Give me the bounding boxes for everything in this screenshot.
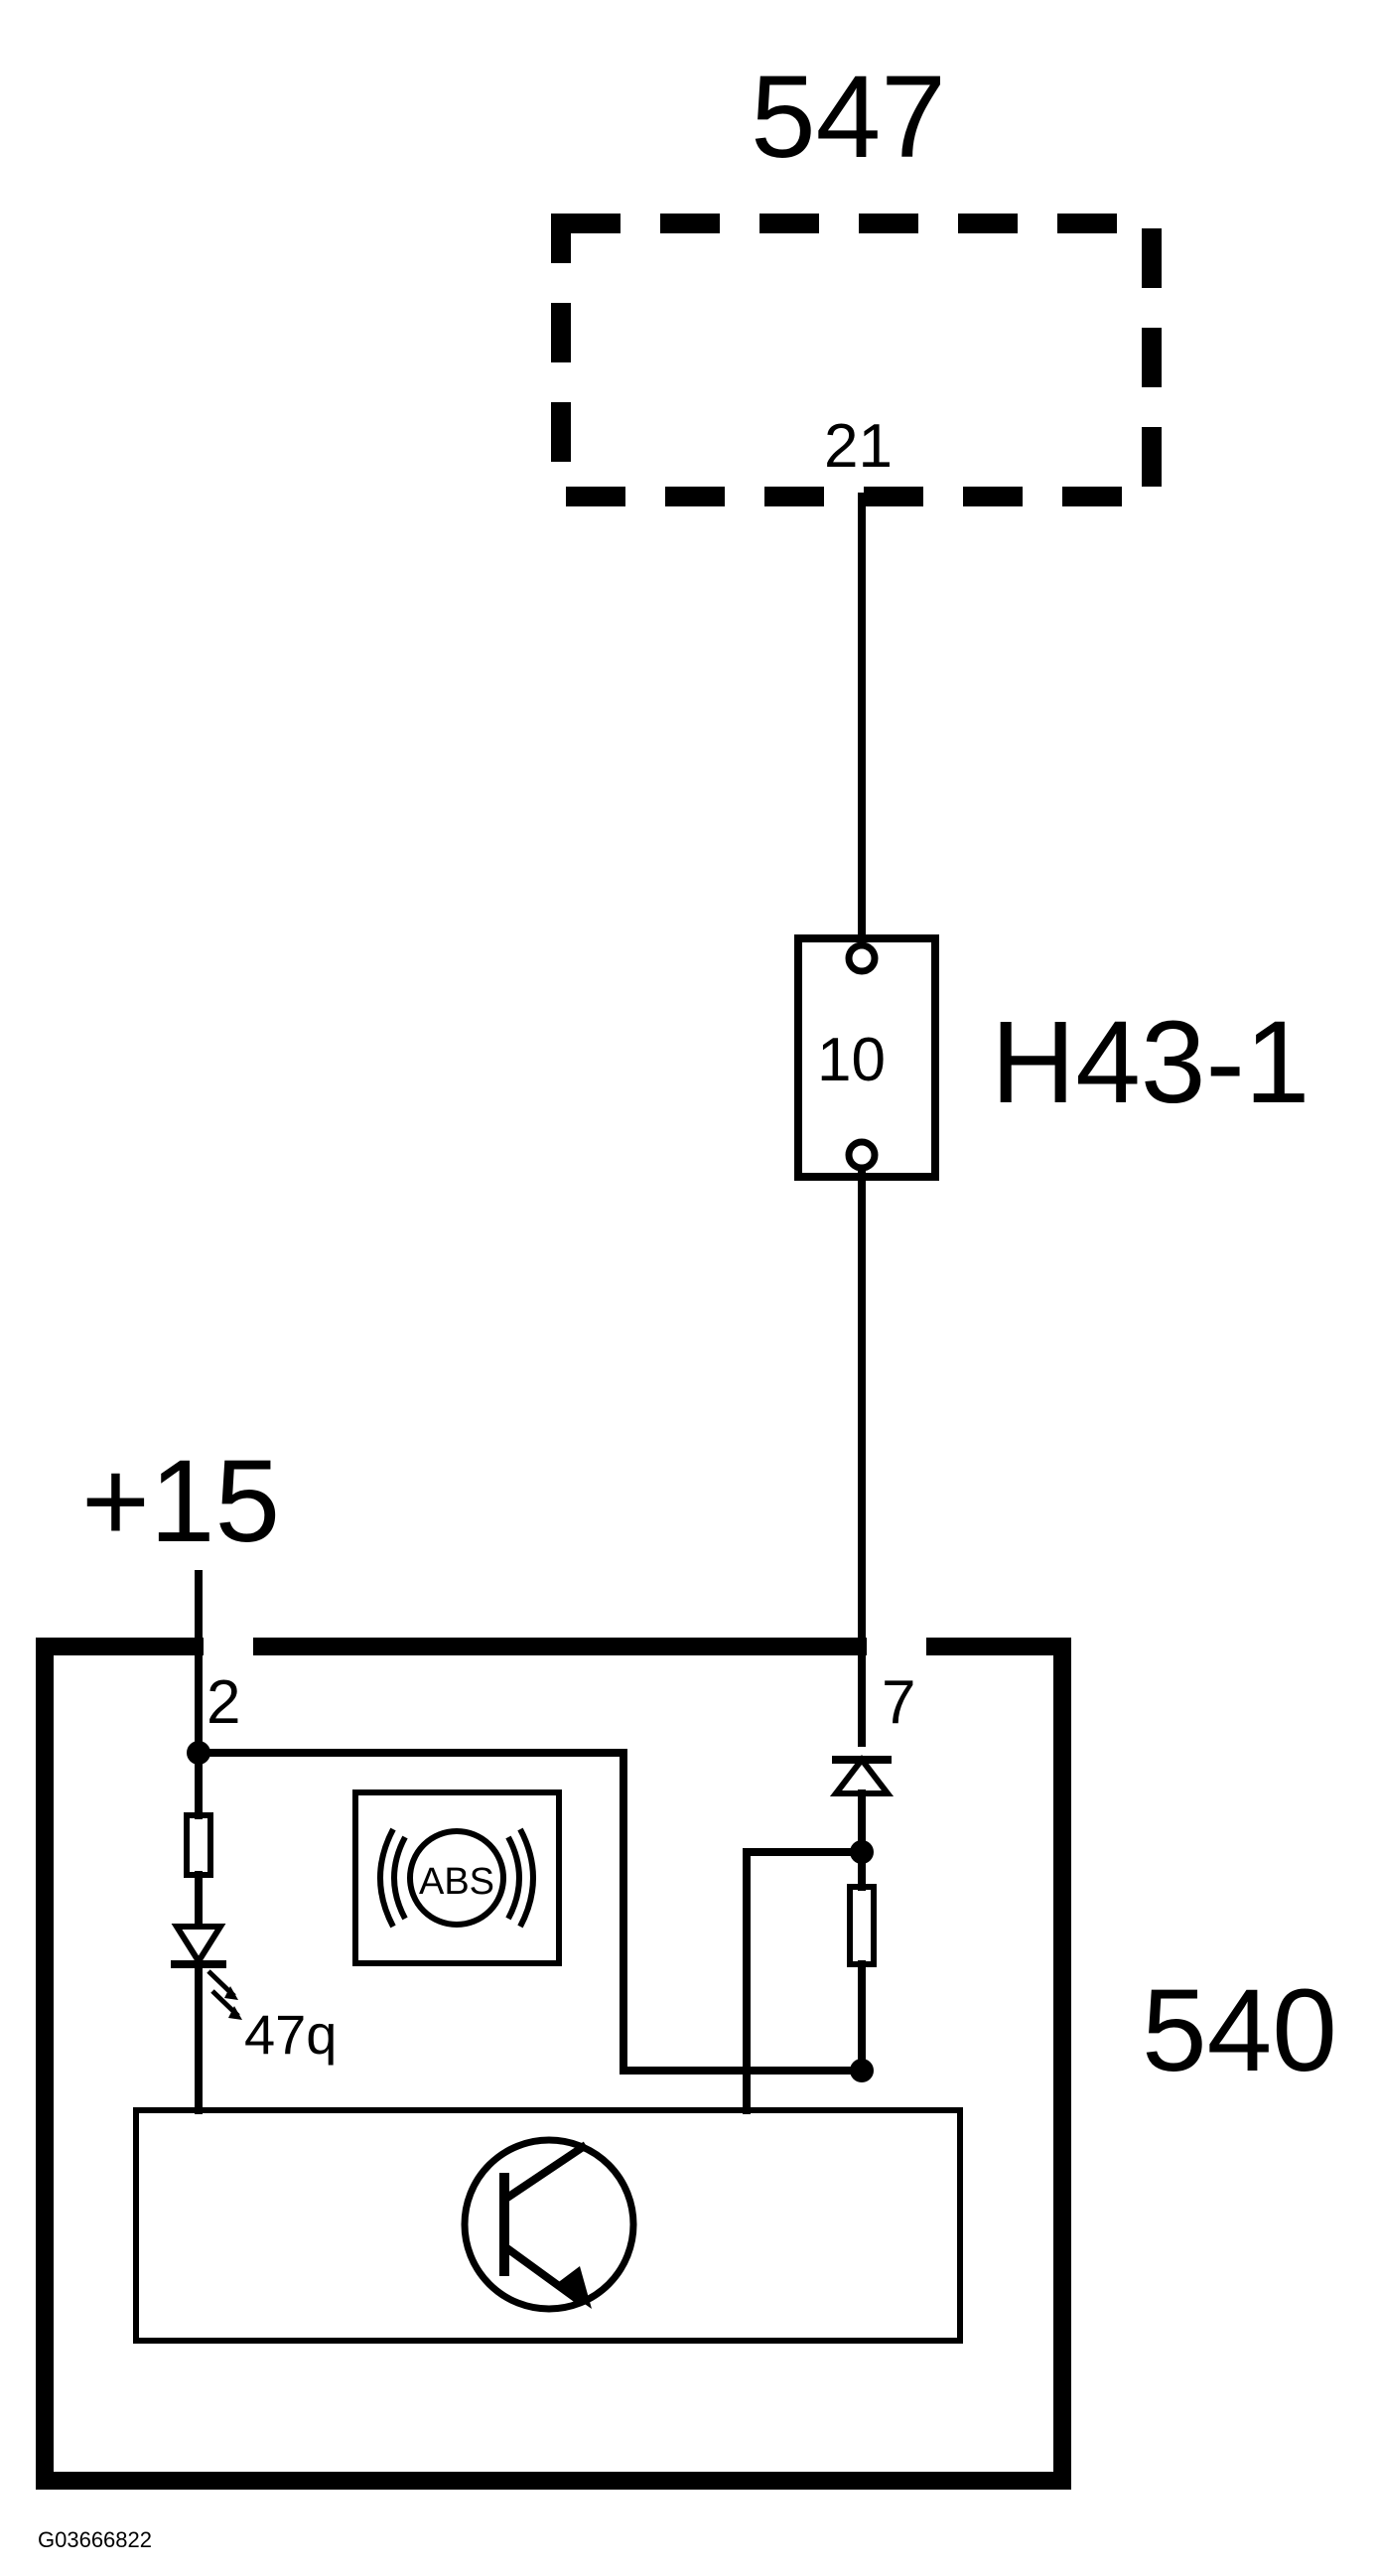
connector-h43-pin-10: 10 (817, 1026, 886, 1094)
abs-text: ABS (419, 1861, 494, 1903)
connector-h43-box (794, 934, 939, 1181)
module-547-pin-21: 21 (824, 412, 893, 481)
resistor-icon (184, 1812, 213, 1878)
module-540-pin-7: 7 (882, 1668, 915, 1737)
pin-gap-right (867, 1629, 926, 1658)
figure-id: G03666822 (38, 2527, 152, 2552)
pin-gap-left (204, 1629, 253, 1658)
module-540-label: 540 (1142, 1965, 1337, 2096)
led-icon (171, 1924, 242, 2020)
supply-label: +15 (81, 1436, 280, 1567)
connector-h43-label: H43-1 (991, 997, 1310, 1128)
module-540-box (36, 1638, 1071, 2490)
module-547-label: 547 (751, 52, 946, 183)
abs-warning-icon: ABS (352, 1789, 562, 1966)
led-47q-label: 47q (244, 2003, 337, 2066)
diode-icon (829, 1755, 895, 1796)
connector-terminal-bottom (845, 1138, 879, 1172)
resistor-right-icon (847, 1884, 877, 1967)
module-547-box (551, 214, 1162, 506)
connector-terminal-top (845, 941, 879, 975)
module-540-pin-2: 2 (207, 1668, 240, 1737)
junction-right-bottom (850, 2059, 874, 2082)
npn-transistor-icon (461, 2136, 637, 2313)
driver-block (133, 2107, 963, 2344)
